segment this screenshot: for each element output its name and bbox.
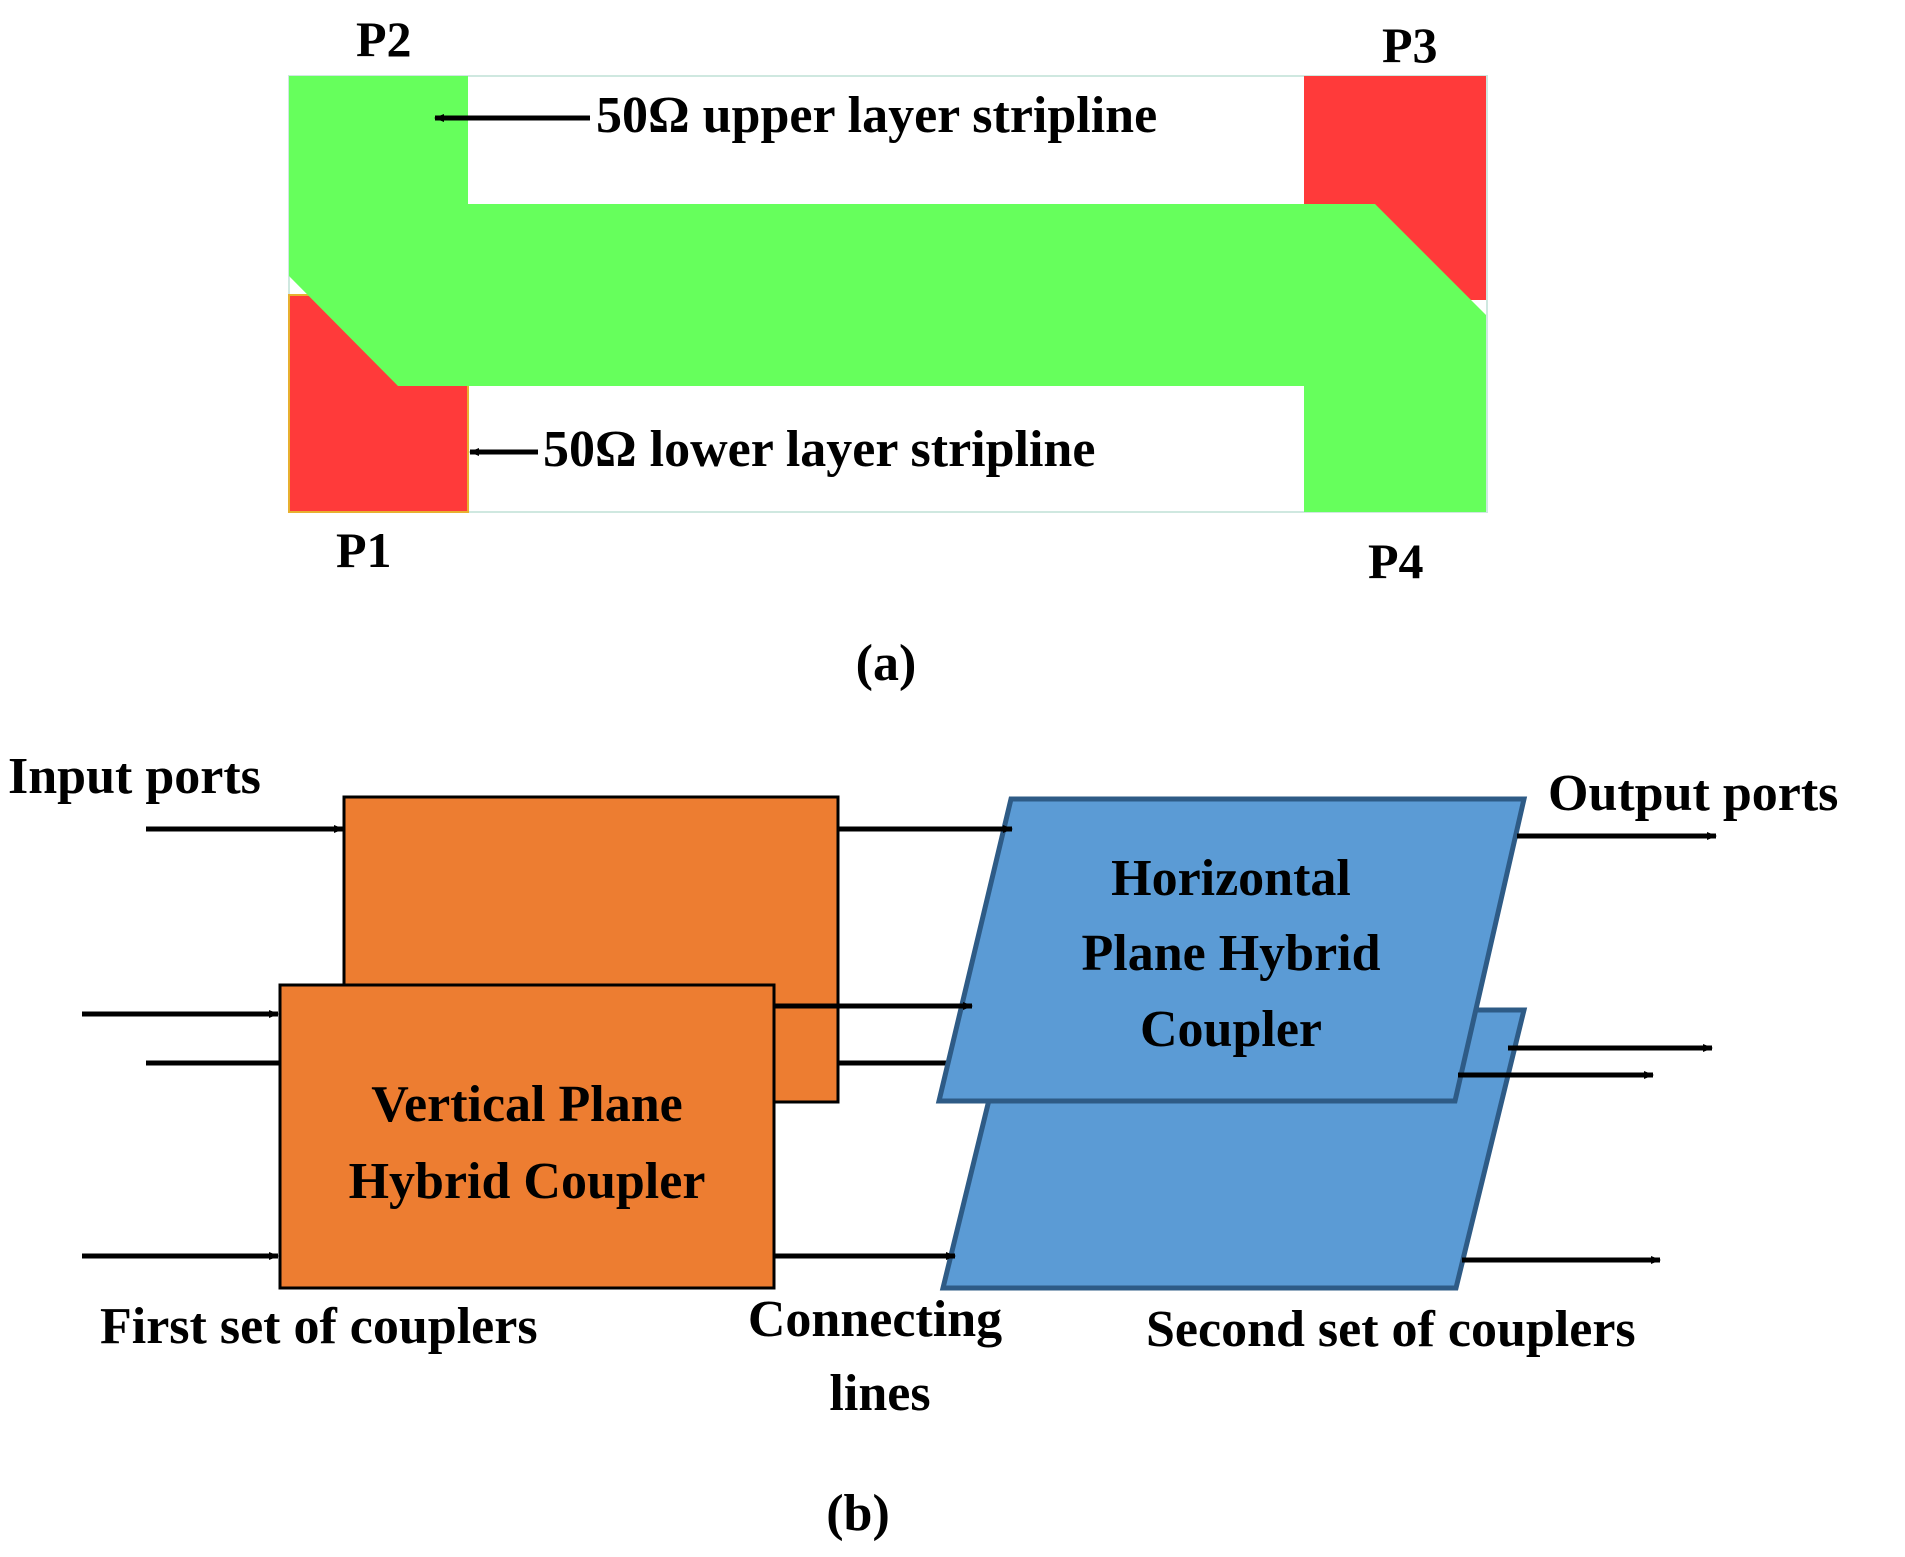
- caption-a: (a): [856, 635, 917, 692]
- vertical-coupler-label-line-1: Vertical Plane: [371, 1076, 682, 1133]
- panel-b: Vertical Plane Hybrid Coupler Horizontal…: [8, 748, 1838, 1542]
- input-ports-label: Input ports: [8, 748, 261, 805]
- lower-stripline-label: 50Ω lower layer stripline: [543, 421, 1095, 478]
- port-label-p2: P2: [356, 11, 412, 67]
- port-label-p1: P1: [336, 522, 392, 578]
- port-label-p3: P3: [1382, 17, 1438, 73]
- panel-a: 50Ω upper layer stripline 50Ω lower laye…: [288, 11, 1488, 692]
- connecting-lines-label-line-1: Connecting: [748, 1291, 1002, 1348]
- connecting-lines-label-line-2: lines: [829, 1365, 930, 1422]
- second-set-label: Second set of couplers: [1146, 1301, 1636, 1358]
- caption-b: (b): [826, 1485, 890, 1542]
- vertical-coupler-block-front: [278, 983, 776, 1290]
- upper-stripline-label: 50Ω upper layer stripline: [596, 87, 1157, 144]
- upper-stripline: [289, 76, 1486, 512]
- output-ports-label: Output ports: [1548, 765, 1838, 822]
- horizontal-coupler-label-line-2: Plane Hybrid: [1081, 925, 1380, 982]
- horizontal-coupler-block-front: [935, 796, 1528, 1104]
- horizontal-coupler-label-line-1: Horizontal: [1111, 850, 1351, 907]
- horizontal-coupler-label-line-3: Coupler: [1140, 1001, 1322, 1058]
- port-label-p4: P4: [1368, 533, 1424, 589]
- first-set-label: First set of couplers: [100, 1298, 538, 1355]
- vertical-coupler-label-line-2: Hybrid Coupler: [349, 1153, 706, 1210]
